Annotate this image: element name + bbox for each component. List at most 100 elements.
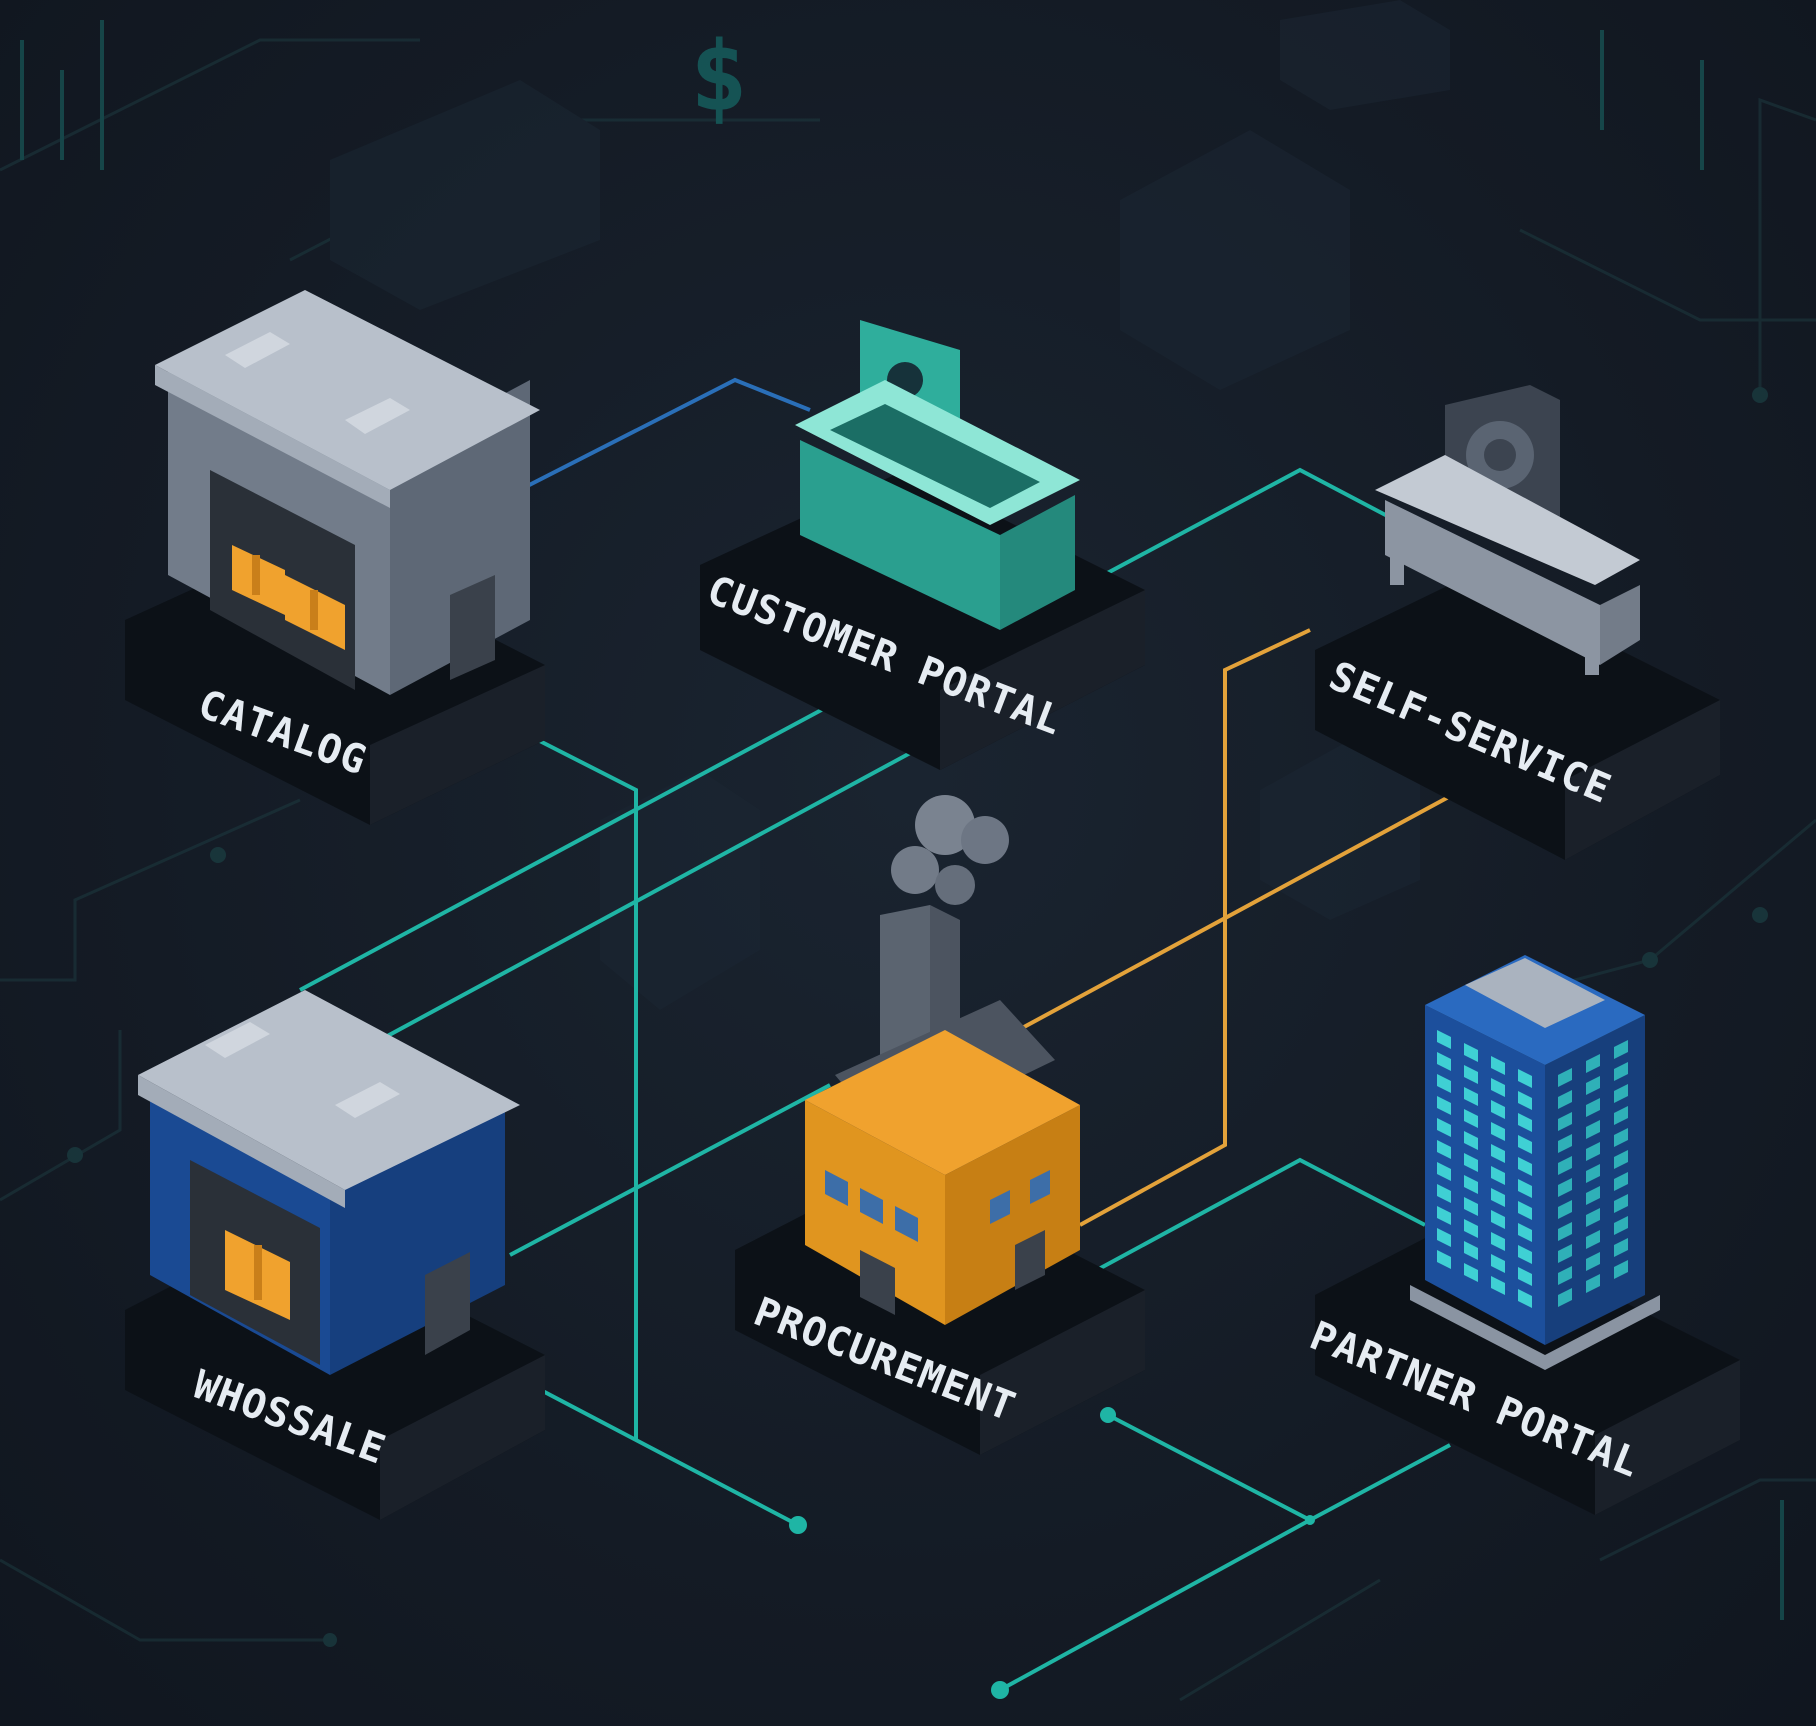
connection-customer-portal-wholesale-b [379, 743, 926, 1042]
tower-window [1491, 1188, 1505, 1207]
tower-window [1437, 1030, 1451, 1049]
tower-window [1614, 1062, 1628, 1081]
connection-procurement-self-service-a [1079, 628, 1311, 1227]
tower-window [1518, 1223, 1532, 1242]
tower-window [1558, 1178, 1572, 1197]
package-icon [225, 1230, 290, 1320]
warehouse-icon [155, 290, 540, 695]
tower-window [1558, 1288, 1572, 1307]
node-catalog[interactable]: CATALOG [125, 290, 545, 825]
tower-window [1586, 1142, 1600, 1161]
tower-window [1491, 1254, 1505, 1273]
tower-window [1586, 1252, 1600, 1271]
connection-wholesale-procurement [509, 1083, 831, 1257]
tower-window [1614, 1084, 1628, 1103]
tower-window [1491, 1232, 1505, 1251]
tower-window [1586, 1274, 1600, 1293]
connection-procurement-self-service-b [999, 778, 1481, 1042]
tower-window [1518, 1113, 1532, 1132]
tower-window [1558, 1090, 1572, 1109]
tower-window [1464, 1153, 1478, 1172]
tower-window [1491, 1276, 1505, 1295]
tower-window [1558, 1222, 1572, 1241]
tower-window [1464, 1263, 1478, 1282]
connection-customer-portal-self-service [1084, 467, 1396, 587]
tower-window [1464, 1219, 1478, 1238]
node-customer-portal[interactable]: CUSTOMER PORTAL [700, 320, 1145, 770]
tower-window [1586, 1076, 1600, 1095]
node-wholesale[interactable]: WHOSSALE [125, 990, 545, 1520]
tower-window [1558, 1134, 1572, 1153]
kiosk-icon [1375, 385, 1640, 675]
tower-window [1491, 1144, 1505, 1163]
tower-window [1614, 1216, 1628, 1235]
connection-customer-portal-wholesale-a [299, 698, 841, 992]
tower-window [1558, 1244, 1572, 1263]
tower-window [1464, 1043, 1478, 1062]
tower-window [1518, 1267, 1532, 1286]
tower-window [1491, 1210, 1505, 1229]
tower-window [1558, 1112, 1572, 1131]
tower-window [1614, 1194, 1628, 1213]
connection-catalog-wholesale [527, 733, 638, 1440]
tower-window [1558, 1200, 1572, 1219]
tower-window [1586, 1054, 1600, 1073]
tower-window [1464, 1131, 1478, 1150]
tower-window [1558, 1068, 1572, 1087]
tower-windows [1437, 1030, 1628, 1308]
node-procurement[interactable]: PROCUREMENT [735, 795, 1145, 1455]
tower-window [1558, 1266, 1572, 1285]
connections [299, 377, 1481, 1699]
tower-window [1464, 1065, 1478, 1084]
tower-window [1464, 1109, 1478, 1128]
tower-window [1491, 1056, 1505, 1075]
dollar-icon: $ [690, 21, 748, 133]
connection-procurement-hub [1107, 1413, 1451, 1523]
gear-icon [1466, 421, 1534, 489]
tower-window [1586, 1098, 1600, 1117]
node-partner-portal[interactable]: PARTNER PORTAL [1303, 955, 1740, 1515]
tower-window [1614, 1106, 1628, 1125]
tower-window [1491, 1100, 1505, 1119]
tower-window [1518, 1091, 1532, 1110]
tower-window [1464, 1175, 1478, 1194]
office-tower-icon [1410, 955, 1660, 1370]
portal-box-icon [795, 320, 1080, 630]
tower-window [1437, 1052, 1451, 1071]
tower-window [1491, 1078, 1505, 1097]
connection-catalog-customer-portal [499, 377, 811, 502]
tower-window [1518, 1245, 1532, 1264]
tower-window [1518, 1135, 1532, 1154]
tower-window [1437, 1250, 1451, 1269]
tower-window [1614, 1238, 1628, 1257]
tower-window [1491, 1166, 1505, 1185]
tower-window [1464, 1087, 1478, 1106]
tower-window [1437, 1184, 1451, 1203]
tower-window [1464, 1241, 1478, 1260]
tower-window [1586, 1186, 1600, 1205]
tower-window [1437, 1096, 1451, 1115]
tower-window [1437, 1118, 1451, 1137]
tower-window [1464, 1197, 1478, 1216]
tower-window [1437, 1162, 1451, 1181]
tower-window [1518, 1069, 1532, 1088]
tower-window [1614, 1150, 1628, 1169]
tower-window [1558, 1156, 1572, 1175]
tower-window [1586, 1120, 1600, 1139]
tower-window [1437, 1206, 1451, 1225]
factory-icon [805, 795, 1080, 1325]
tower-window [1437, 1228, 1451, 1247]
node-self-service[interactable]: SELF-SERVICE [1315, 385, 1720, 860]
tower-window [1586, 1230, 1600, 1249]
tower-window [1518, 1289, 1532, 1308]
warehouse-icon [138, 990, 520, 1375]
tower-window [1614, 1260, 1628, 1279]
tower-window [1437, 1074, 1451, 1093]
tower-window [1614, 1128, 1628, 1147]
tower-window [1518, 1201, 1532, 1220]
package-icon [232, 545, 345, 650]
tower-window [1491, 1122, 1505, 1141]
